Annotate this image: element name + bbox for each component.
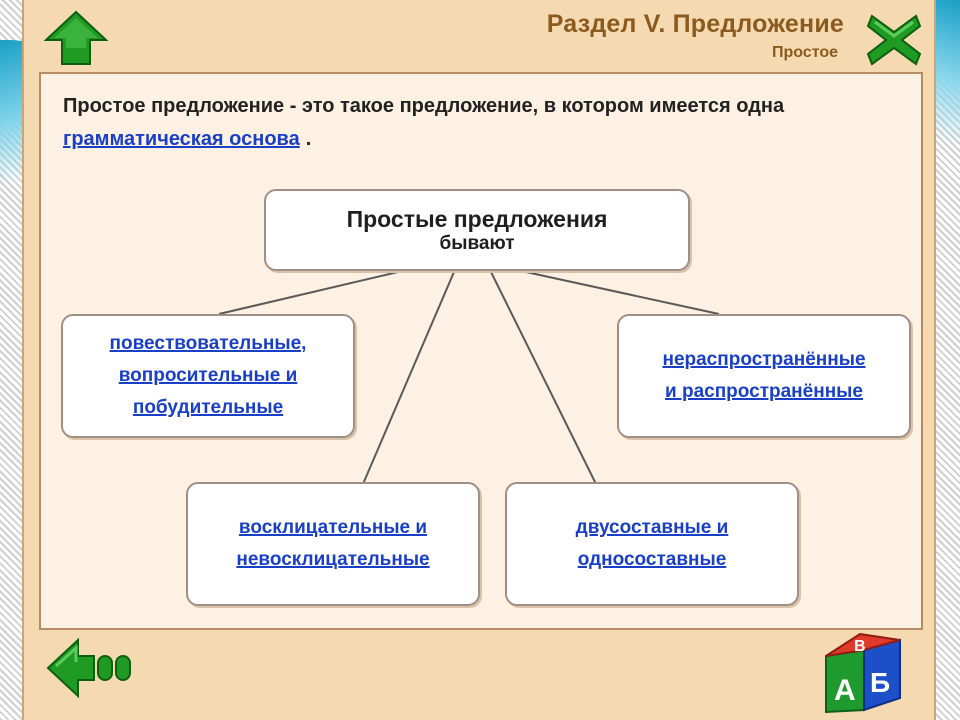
back-arrow-icon[interactable] [46, 636, 136, 700]
lesson-window: Раздел V. Предложение Простое Простое пр… [22, 0, 936, 720]
grammatical-basis-link[interactable]: грамматическая основа [63, 128, 300, 150]
root-box: Простые предложения бывают [264, 189, 690, 271]
connector-center-left [362, 271, 455, 485]
cube-letter-top: В [854, 638, 866, 655]
purpose-types-link-2[interactable]: вопросительные и [118, 365, 298, 386]
extension-types-box: нераспространённые и распространённые [617, 314, 911, 438]
purpose-types-link-3[interactable]: побудительные [132, 397, 284, 418]
exclamation-types-link-1[interactable]: восклицательные и [238, 517, 428, 538]
up-arrow-icon[interactable] [44, 10, 108, 66]
root-title: Простые предложения [346, 205, 608, 232]
exclamation-types-link-2[interactable]: невосклицательные [236, 549, 430, 570]
composition-types-box: двусоставные и односоставные [505, 482, 799, 606]
connector-left [218, 271, 399, 315]
definition-part2: . [305, 128, 312, 150]
connector-right [525, 271, 720, 315]
definition-part1: Простое предложение - это такое предложе… [63, 95, 785, 117]
diagram-connectors [218, 271, 720, 485]
extension-types-link-1[interactable]: нераспространённые [662, 349, 866, 370]
close-x-icon[interactable] [866, 14, 922, 66]
content-panel: Простое предложение - это такое предложе… [39, 72, 923, 630]
section-title: Раздел V. Предложение [546, 10, 844, 38]
exclamation-types-box: восклицательные и невосклицательные [186, 482, 480, 606]
purpose-types-box: повествовательные, вопросительные и побу… [61, 314, 355, 438]
purpose-types-link-1[interactable]: повествовательные, [109, 333, 307, 354]
abc-blocks-icon[interactable]: А Б В [820, 630, 904, 714]
composition-types-link-2[interactable]: односоставные [577, 549, 727, 570]
cube-letter-right: Б [870, 667, 890, 698]
composition-types-link-1[interactable]: двусоставные и [575, 517, 729, 538]
connector-center-right [490, 271, 597, 485]
extension-types-link-2[interactable]: и распространённые [665, 381, 863, 402]
definition-text: Простое предложение - это такое предложе… [63, 90, 863, 156]
section-subtitle: Простое [771, 44, 838, 61]
cube-letter-front: А [834, 674, 856, 707]
root-subtitle: бывают [439, 232, 515, 254]
